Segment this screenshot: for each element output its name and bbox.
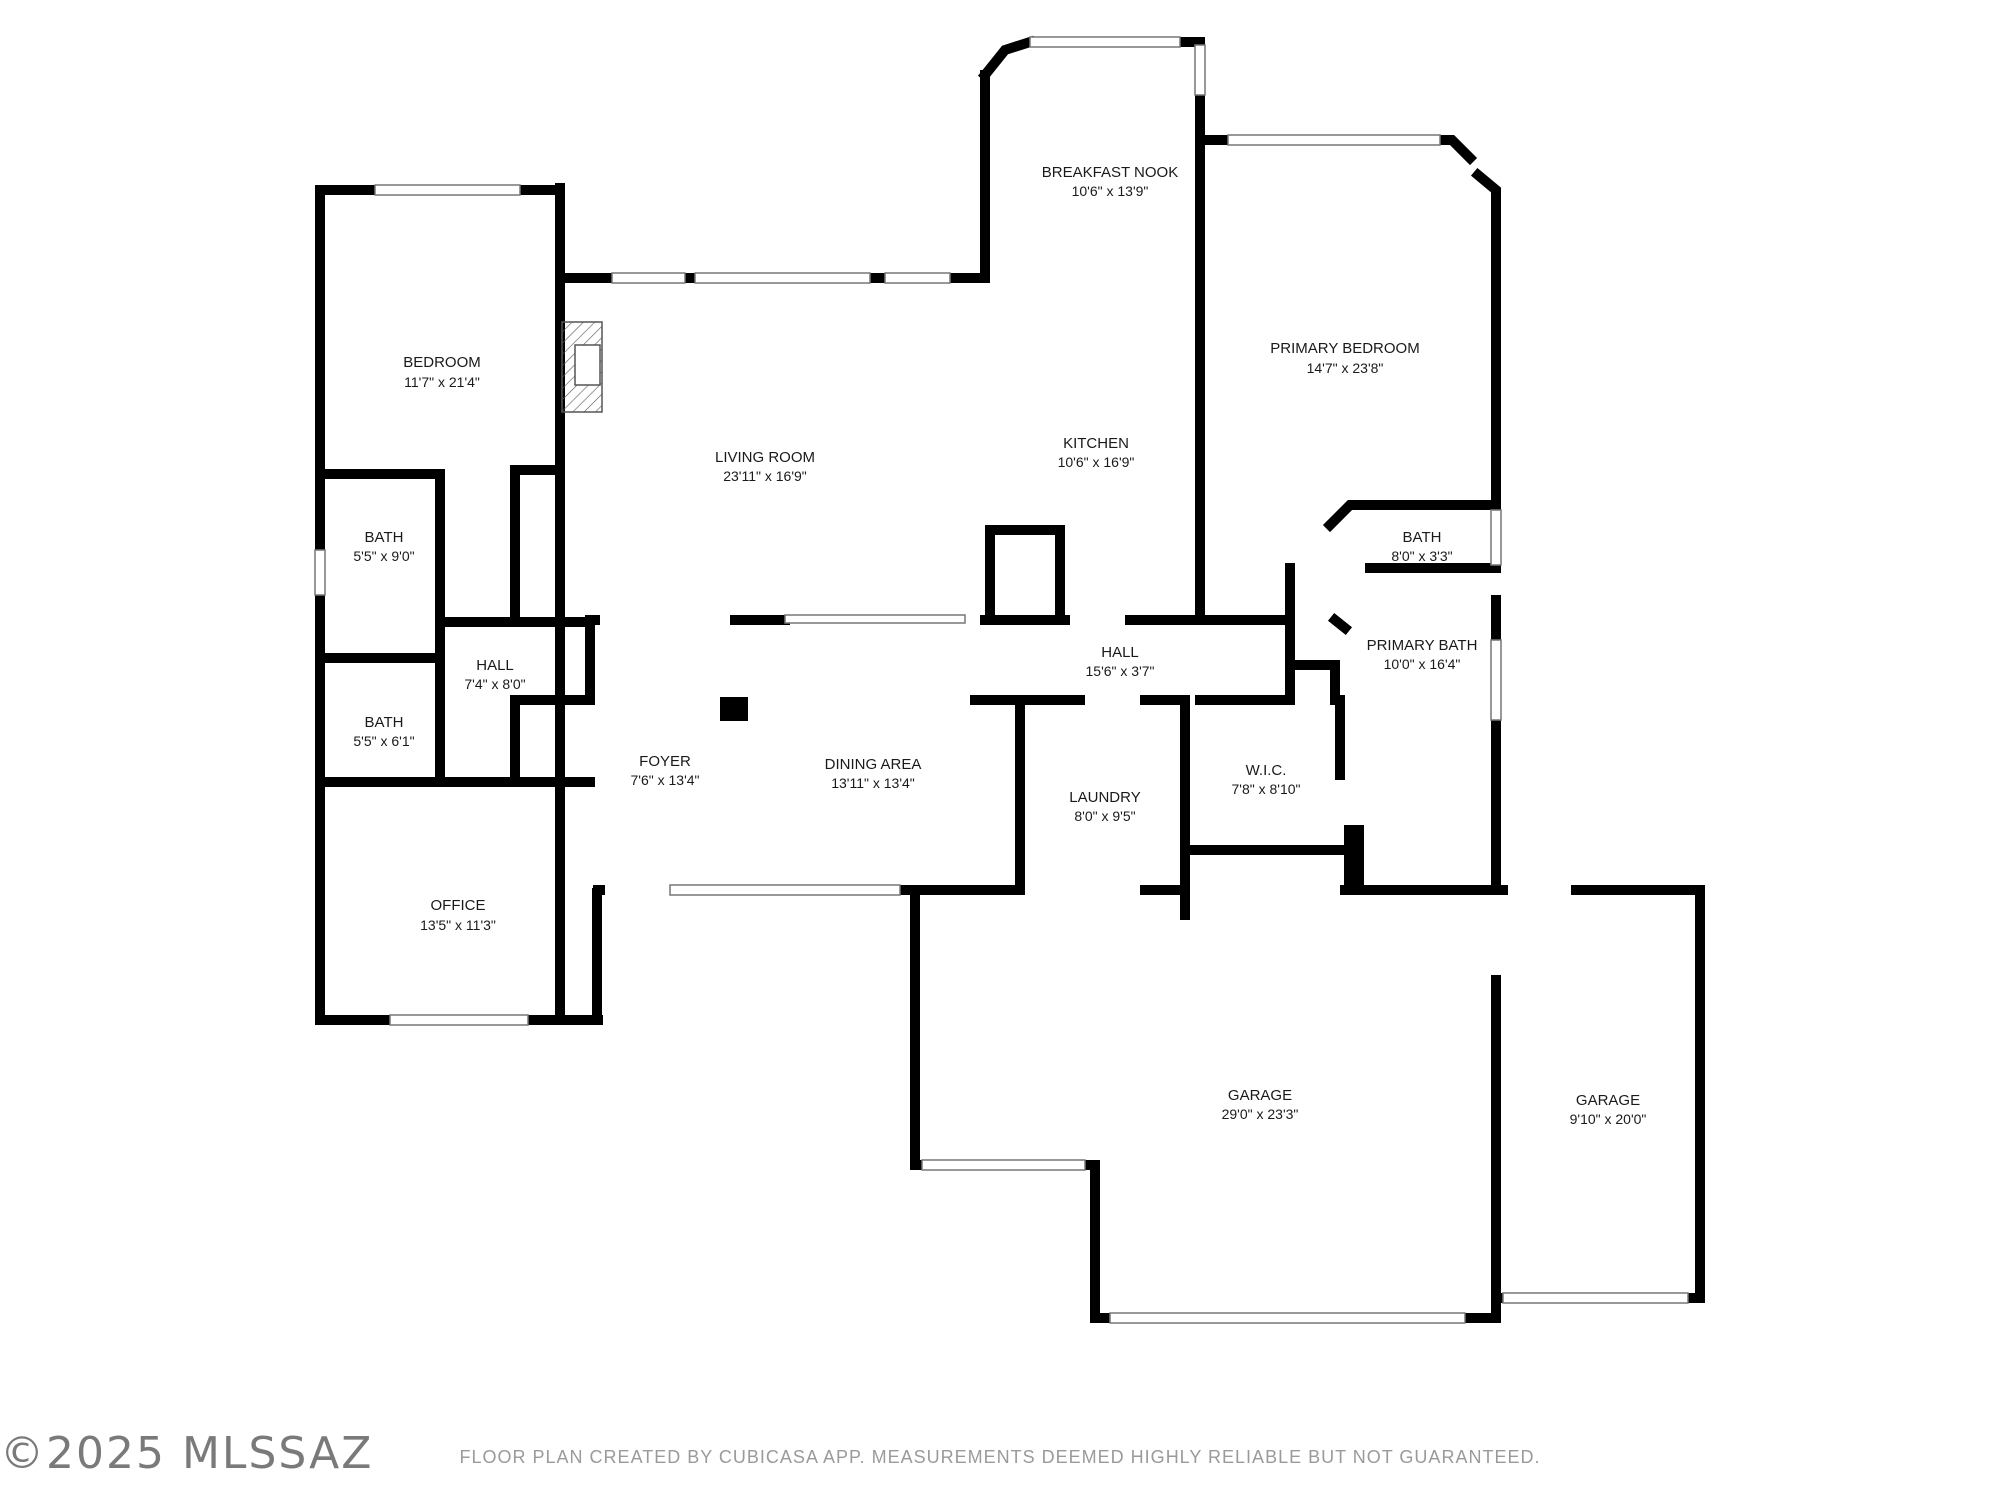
room-name: GARAGE (1576, 1092, 1640, 1109)
room-dims: 10'6" x 13'9" (1072, 183, 1149, 199)
room-name: BATH (1403, 529, 1442, 546)
room-name: LAUNDRY (1069, 789, 1140, 806)
room-name: GARAGE (1228, 1087, 1292, 1104)
room-dims: 15'6" x 3'7" (1086, 663, 1155, 679)
room-dims: 5'5" x 9'0" (353, 548, 414, 564)
room-primary-bedroom: PRIMARY BEDROOM 14'7" x 23'8" (1270, 340, 1419, 376)
room-dims: 7'8" x 8'10" (1232, 781, 1301, 797)
room-breakfast-nook: BREAKFAST NOOK 10'6" x 13'9" (1042, 164, 1178, 199)
room-kitchen: KITCHEN 10'6" x 16'9" (1058, 435, 1135, 470)
room-bath-1: BATH 5'5" x 9'0" (353, 529, 414, 564)
room-office: OFFICE 13'5" x 11'3" (420, 897, 496, 933)
wall-pillar (1344, 825, 1364, 890)
column (720, 697, 748, 721)
room-hall-1: HALL 7'4" x 8'0" (464, 657, 525, 692)
room-laundry: LAUNDRY 8'0" x 9'5" (1069, 789, 1140, 824)
room-garage-1: GARAGE 29'0" x 23'3" (1222, 1087, 1299, 1122)
room-dims: 7'6" x 13'4" (631, 772, 700, 788)
room-dims: 23'11" x 16'9" (723, 468, 807, 484)
mls-watermark: ©2025 MLSSAZ (0, 1428, 374, 1479)
room-name: BATH (365, 714, 404, 731)
room-name: W.I.C. (1246, 762, 1287, 779)
room-dims: 10'6" x 16'9" (1058, 454, 1135, 470)
room-dims: 13'5" x 11'3" (420, 917, 496, 933)
room-bedroom: BEDROOM 11'7" x 21'4" (403, 354, 481, 390)
room-dims: 14'7" x 23'8" (1307, 360, 1384, 376)
room-dims: 8'0" x 9'5" (1074, 808, 1135, 824)
room-dims: 8'0" x 3'3" (1391, 548, 1452, 564)
room-dims: 29'0" x 23'3" (1222, 1106, 1299, 1122)
room-foyer: FOYER 7'6" x 13'4" (631, 753, 700, 788)
room-name: LIVING ROOM (715, 449, 815, 466)
room-wic: W.I.C. 7'8" x 8'10" (1232, 762, 1301, 797)
room-name: PRIMARY BEDROOM (1270, 340, 1419, 357)
room-dims: 7'4" x 8'0" (464, 676, 525, 692)
room-name: HALL (1101, 644, 1139, 661)
room-name: PRIMARY BATH (1367, 637, 1478, 654)
room-bath-2: BATH 5'5" x 6'1" (353, 714, 414, 749)
room-hall-2: HALL 15'6" x 3'7" (1086, 644, 1155, 679)
windows (314, 36, 1689, 1324)
room-dims: 9'10" x 20'0" (1570, 1111, 1647, 1127)
room-garage-2: GARAGE 9'10" x 20'0" (1570, 1092, 1647, 1127)
room-dims: 10'0" x 16'4" (1384, 656, 1461, 672)
room-name: BREAKFAST NOOK (1042, 164, 1178, 181)
room-name: FOYER (639, 753, 691, 770)
fireplace-icon (561, 321, 603, 413)
room-name: BEDROOM (403, 354, 481, 371)
room-name: OFFICE (431, 897, 486, 914)
walls (315, 35, 1705, 1323)
room-name: BATH (365, 529, 404, 546)
room-dims: 11'7" x 21'4" (404, 374, 480, 390)
room-name: DINING AREA (825, 756, 922, 773)
room-name: KITCHEN (1063, 435, 1129, 452)
room-dims: 13'11" x 13'4" (831, 775, 915, 791)
room-name: HALL (476, 657, 514, 674)
room-dims: 5'5" x 6'1" (353, 733, 414, 749)
disclaimer-text: FLOOR PLAN CREATED BY CUBICASA APP. MEAS… (459, 1447, 1541, 1467)
room-primary-bath: PRIMARY BATH 10'0" x 16'4" (1367, 637, 1478, 672)
room-bath-3: BATH 8'0" x 3'3" (1391, 529, 1452, 564)
room-dining-area: DINING AREA 13'11" x 13'4" (825, 756, 922, 791)
room-living-room: LIVING ROOM 23'11" x 16'9" (715, 449, 815, 484)
